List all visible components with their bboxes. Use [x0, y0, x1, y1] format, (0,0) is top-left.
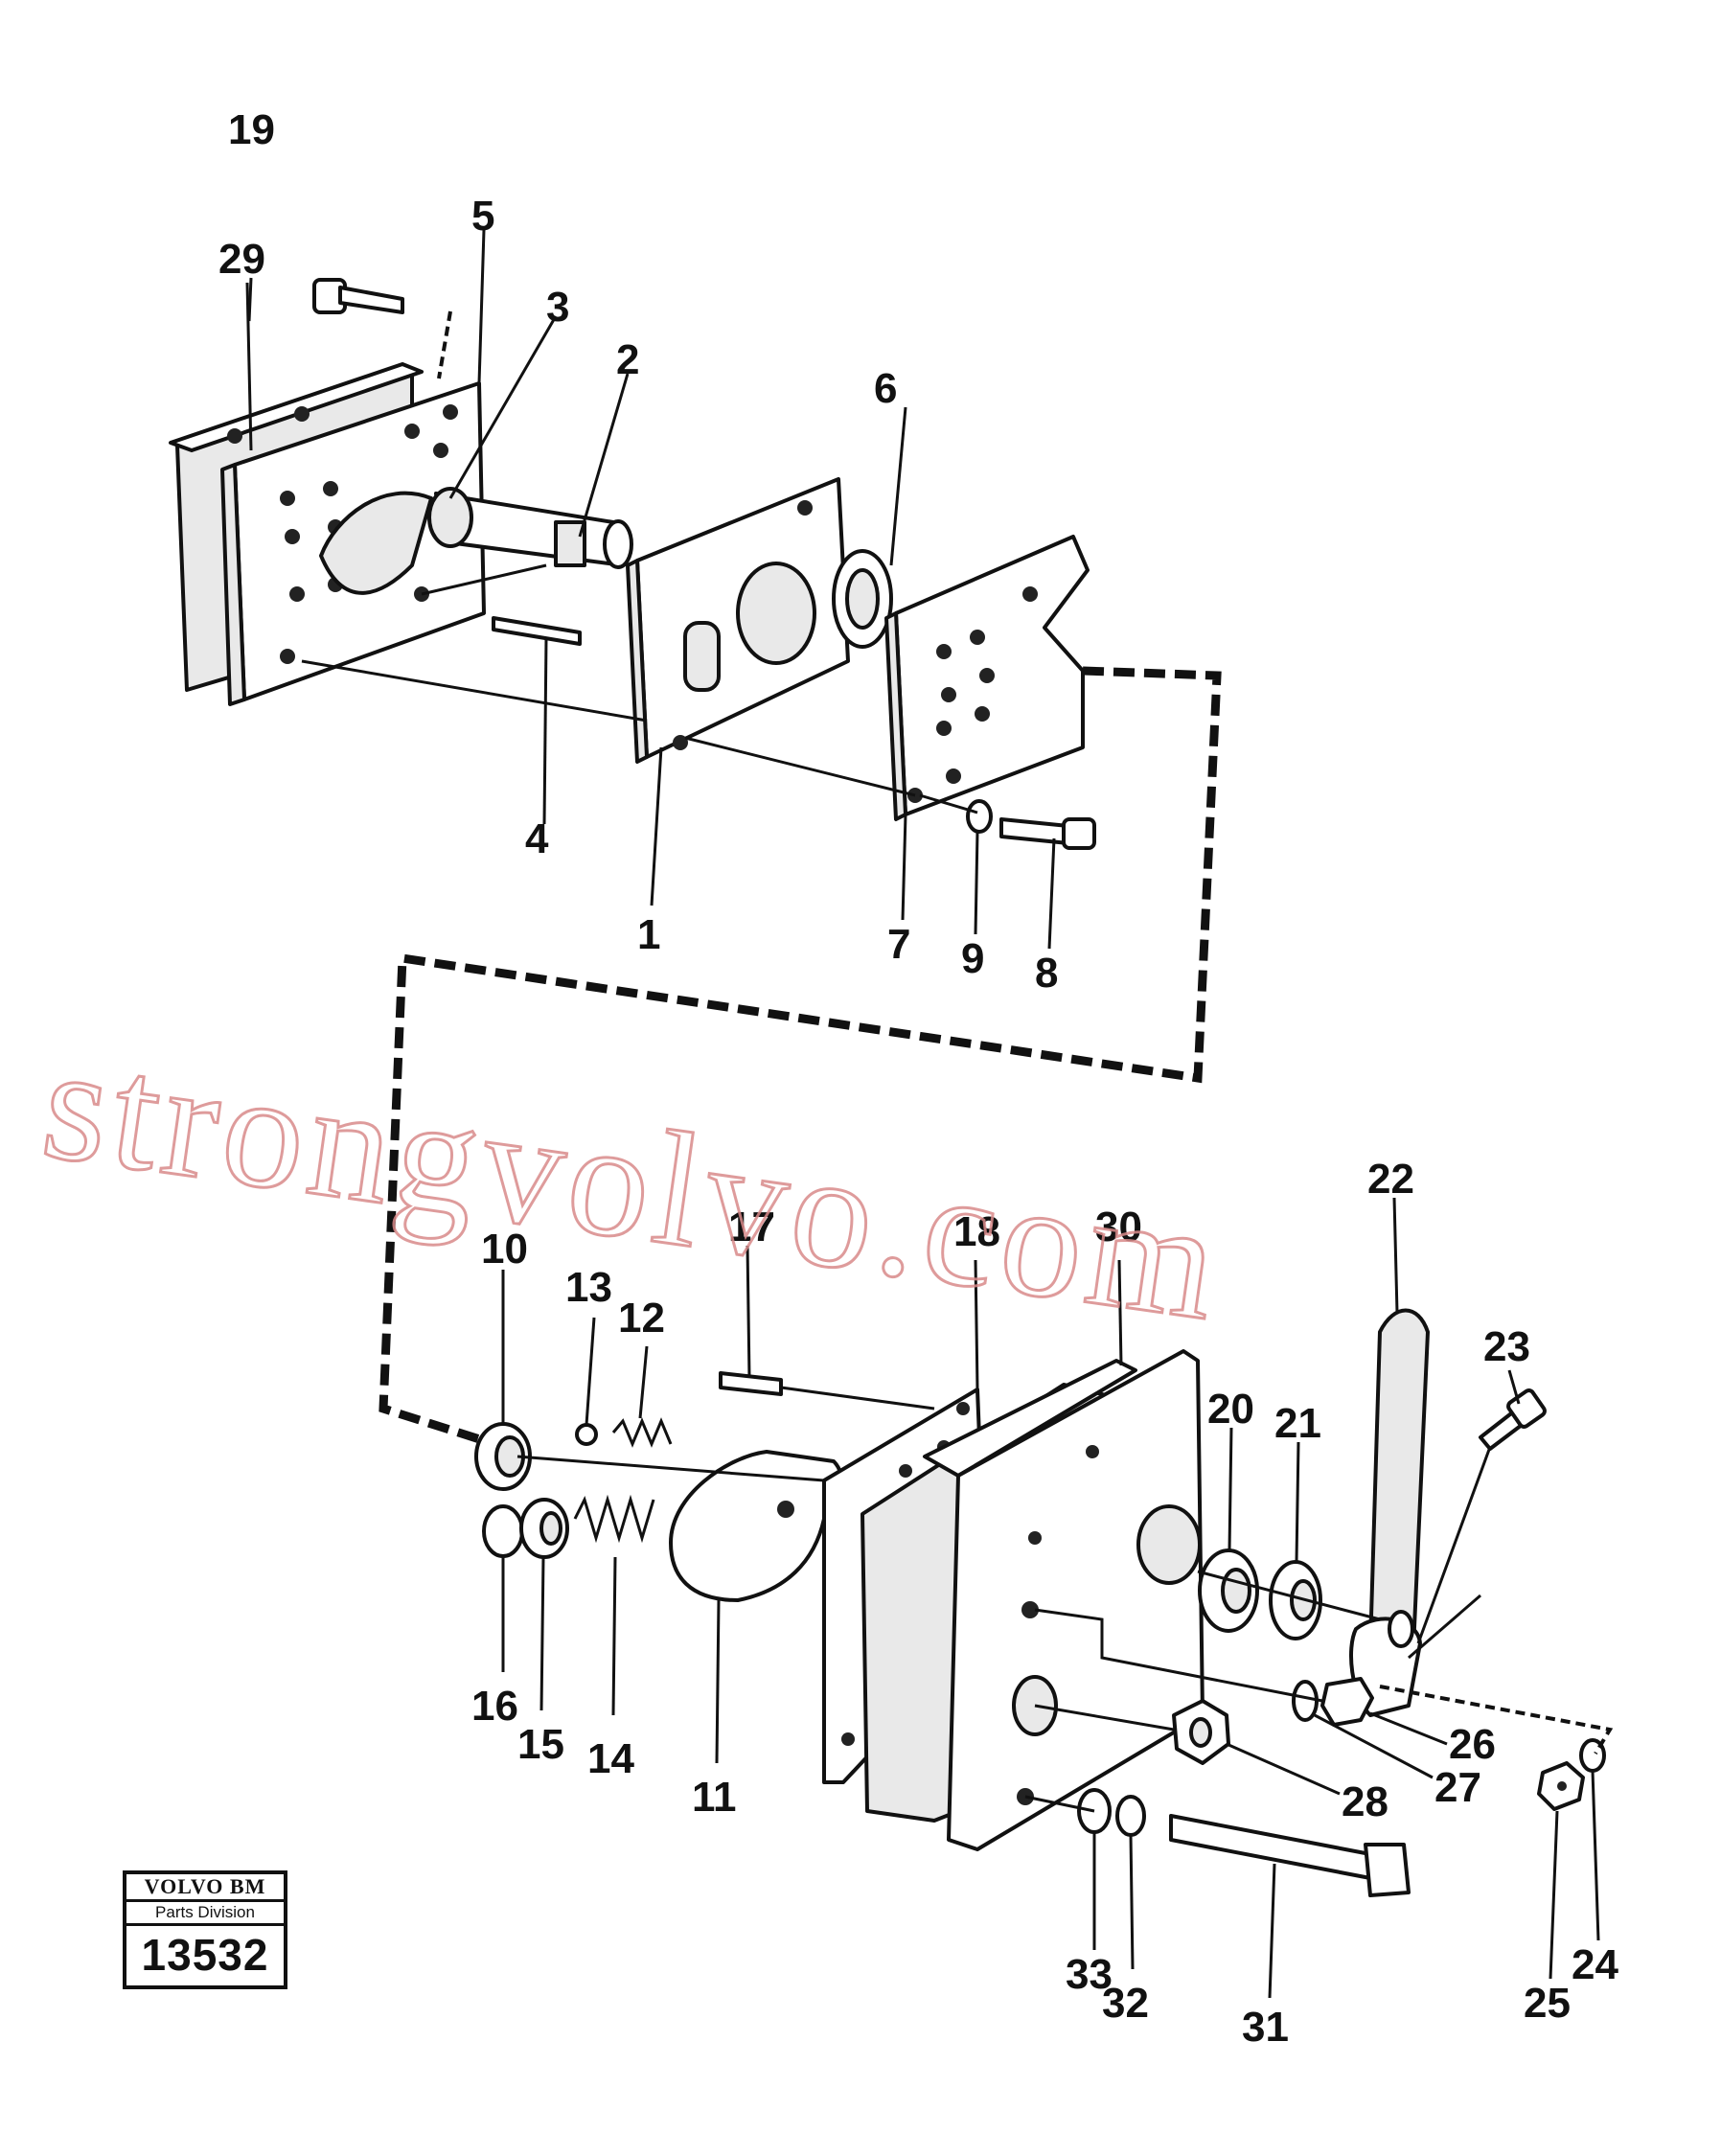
spring-14: [573, 1494, 655, 1544]
callout-14: 14: [587, 1735, 634, 1782]
screw-19: [312, 278, 404, 314]
screw-23: [1479, 1388, 1547, 1451]
spring-12: [611, 1417, 673, 1448]
callout-25: 25: [1524, 1980, 1571, 2027]
pin-17: [719, 1371, 783, 1396]
spool-2: [427, 487, 633, 569]
callout-13: 13: [565, 1264, 612, 1311]
callout-5: 5: [471, 193, 494, 240]
callout-7: 7: [887, 921, 910, 968]
nut-28: [1172, 1699, 1230, 1765]
callout-12: 12: [618, 1295, 665, 1342]
callout-26: 26: [1449, 1721, 1496, 1768]
callout-29: 29: [218, 236, 265, 283]
drawing-number: 13532: [141, 1930, 269, 1980]
callout-23: 23: [1483, 1323, 1530, 1370]
seal-ring-10: [474, 1422, 532, 1491]
ball-13: [575, 1423, 598, 1446]
valve-housing-plate-5: [220, 381, 486, 706]
pin-4: [492, 616, 582, 646]
intermediate-plate-1: [626, 477, 850, 764]
callout-6: 6: [874, 365, 897, 412]
washer-9: [966, 799, 993, 834]
screw-8: [999, 817, 1096, 850]
callout-10: 10: [481, 1226, 528, 1273]
callout-11: 11: [692, 1774, 737, 1821]
callout-8: 8: [1035, 950, 1058, 997]
callout-32: 32: [1102, 1980, 1149, 2027]
bearing-20: [1198, 1548, 1259, 1633]
callout-4: 4: [525, 815, 549, 862]
ring-16: [482, 1504, 524, 1558]
bearing-21: [1269, 1560, 1322, 1640]
callout-24: 24: [1572, 1941, 1618, 1988]
volvo-bm-parts-stamp: VOLVO BM Parts Division 13532: [123, 1870, 287, 1989]
callout-16: 16: [471, 1683, 518, 1730]
bearing-6: [832, 549, 893, 649]
callout-3: 3: [546, 284, 569, 331]
end-plate-7: [884, 535, 1090, 821]
bush-15: [519, 1498, 569, 1559]
callout-18: 18: [953, 1208, 1000, 1255]
callout-17: 17: [728, 1204, 775, 1250]
callout-33: 33: [1066, 1951, 1113, 1998]
callout-28: 28: [1342, 1778, 1388, 1825]
logo-division: Parts Division: [126, 1902, 284, 1926]
callout-20: 20: [1207, 1386, 1254, 1433]
callout-2: 2: [616, 336, 639, 383]
lever-22: [1349, 1308, 1430, 1717]
nut-25: [1537, 1761, 1585, 1811]
washer-27: [1292, 1680, 1319, 1722]
callout-21: 21: [1274, 1400, 1321, 1447]
callout-31: 31: [1242, 2004, 1289, 2051]
callout-15: 15: [517, 1721, 564, 1768]
callout-19: 19: [228, 106, 275, 153]
callout-22: 22: [1367, 1156, 1414, 1203]
callout-9: 9: [961, 935, 984, 982]
nut-26: [1320, 1677, 1374, 1727]
callout-27: 27: [1434, 1764, 1481, 1811]
bolt-31: [1169, 1814, 1411, 1897]
callout-1: 1: [637, 911, 660, 958]
washer-32: [1115, 1795, 1146, 1837]
callout-30: 30: [1095, 1204, 1142, 1250]
logo-brand: VOLVO BM: [126, 1874, 284, 1902]
